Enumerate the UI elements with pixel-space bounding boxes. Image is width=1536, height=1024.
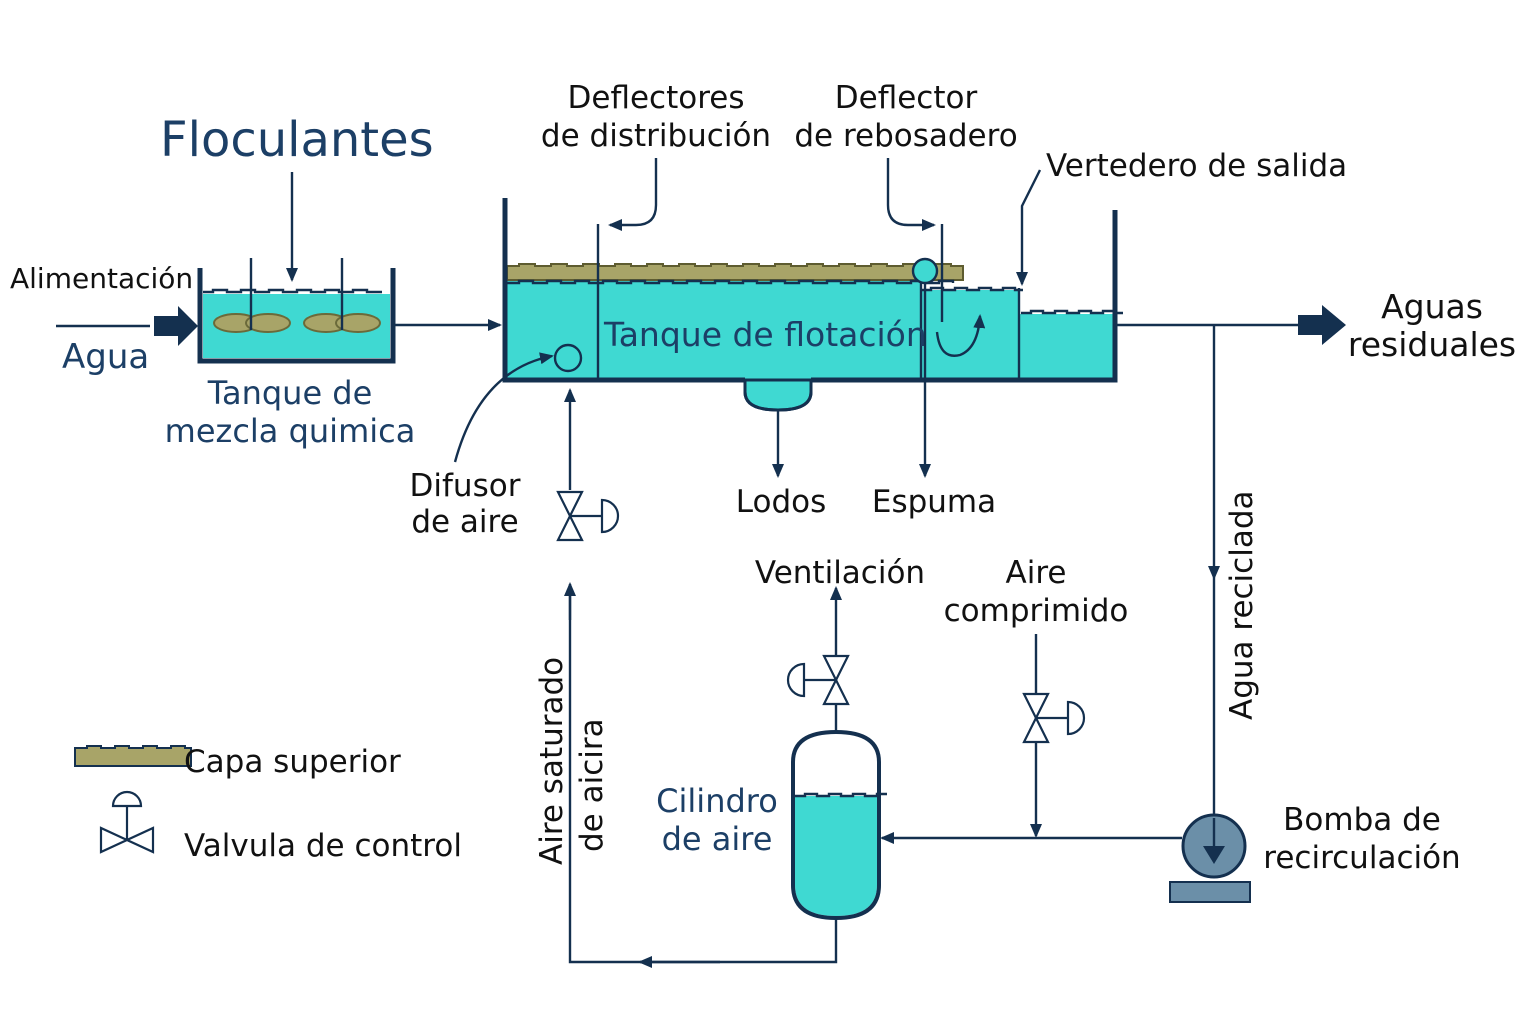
label-tanque-mezcla-1: Tanque de bbox=[207, 374, 373, 412]
label-aguas-2: residuales bbox=[1348, 325, 1516, 364]
label-cilindro-1: Cilindro bbox=[656, 782, 778, 820]
air-diffuser bbox=[553, 343, 583, 373]
label-aire-saturado-1: Aire saturado bbox=[534, 657, 570, 865]
legend: Capa superior Valvula de control bbox=[74, 744, 462, 864]
label-deflectores-2: de distribución bbox=[541, 118, 771, 154]
label-aguas-1: Aguas bbox=[1381, 287, 1483, 326]
legend-scum-swatch bbox=[74, 745, 192, 767]
label-aire-comp-2: comprimido bbox=[944, 593, 1129, 629]
control-valve-icon bbox=[786, 654, 850, 706]
label-bomba-2: recirculación bbox=[1263, 840, 1460, 876]
label-tanque-flotacion: Tanque de flotación bbox=[603, 315, 927, 354]
title-floculantes: Floculantes bbox=[160, 112, 434, 168]
legend-valvula: Valvula de control bbox=[184, 828, 462, 864]
label-ventilacion: Ventilación bbox=[755, 555, 925, 591]
label-deflectores-1: Deflectores bbox=[568, 80, 745, 116]
label-agua: Agua bbox=[62, 337, 149, 377]
legend-valve-icon bbox=[99, 790, 155, 854]
label-cilindro-2: de aire bbox=[662, 820, 773, 858]
outlet-arrow-icon bbox=[1298, 305, 1346, 345]
label-deflector-reb-2: de rebosadero bbox=[794, 118, 1017, 154]
feed-arrow-icon bbox=[154, 306, 198, 346]
legend-capa-superior: Capa superior bbox=[184, 744, 401, 780]
label-aire-comp-1: Aire bbox=[1006, 555, 1067, 591]
label-aire-saturado-2: de aicira bbox=[574, 718, 610, 852]
label-difusor-2: de aire bbox=[411, 504, 518, 540]
difusor-pointer bbox=[453, 352, 554, 463]
vertedero-pointer bbox=[1016, 169, 1042, 286]
label-deflector-reb-1: Deflector bbox=[835, 80, 978, 116]
chemical-mix-tank bbox=[197, 258, 396, 364]
label-agua-reciclada: Agua reciclada bbox=[1224, 490, 1260, 720]
label-espuma: Espuma bbox=[872, 484, 996, 520]
flotation-tank bbox=[502, 198, 1123, 412]
label-lodos: Lodos bbox=[736, 484, 827, 520]
scum-layer bbox=[506, 263, 964, 281]
label-alimentacion: Alimentación bbox=[10, 262, 193, 295]
air-cylinder bbox=[791, 729, 887, 921]
deflectores-pointer bbox=[608, 158, 658, 231]
deflector-reb-pointer bbox=[886, 158, 936, 231]
recirculation-pump-icon bbox=[1169, 813, 1251, 903]
label-difusor-1: Difusor bbox=[410, 468, 521, 504]
label-tanque-mezcla-2: mezcla quimica bbox=[165, 412, 416, 450]
control-valve-icon bbox=[1022, 692, 1086, 744]
label-bomba-1: Bomba de bbox=[1283, 802, 1441, 838]
label-vertedero: Vertedero de salida bbox=[1046, 148, 1347, 184]
control-valve-icon bbox=[556, 490, 620, 542]
